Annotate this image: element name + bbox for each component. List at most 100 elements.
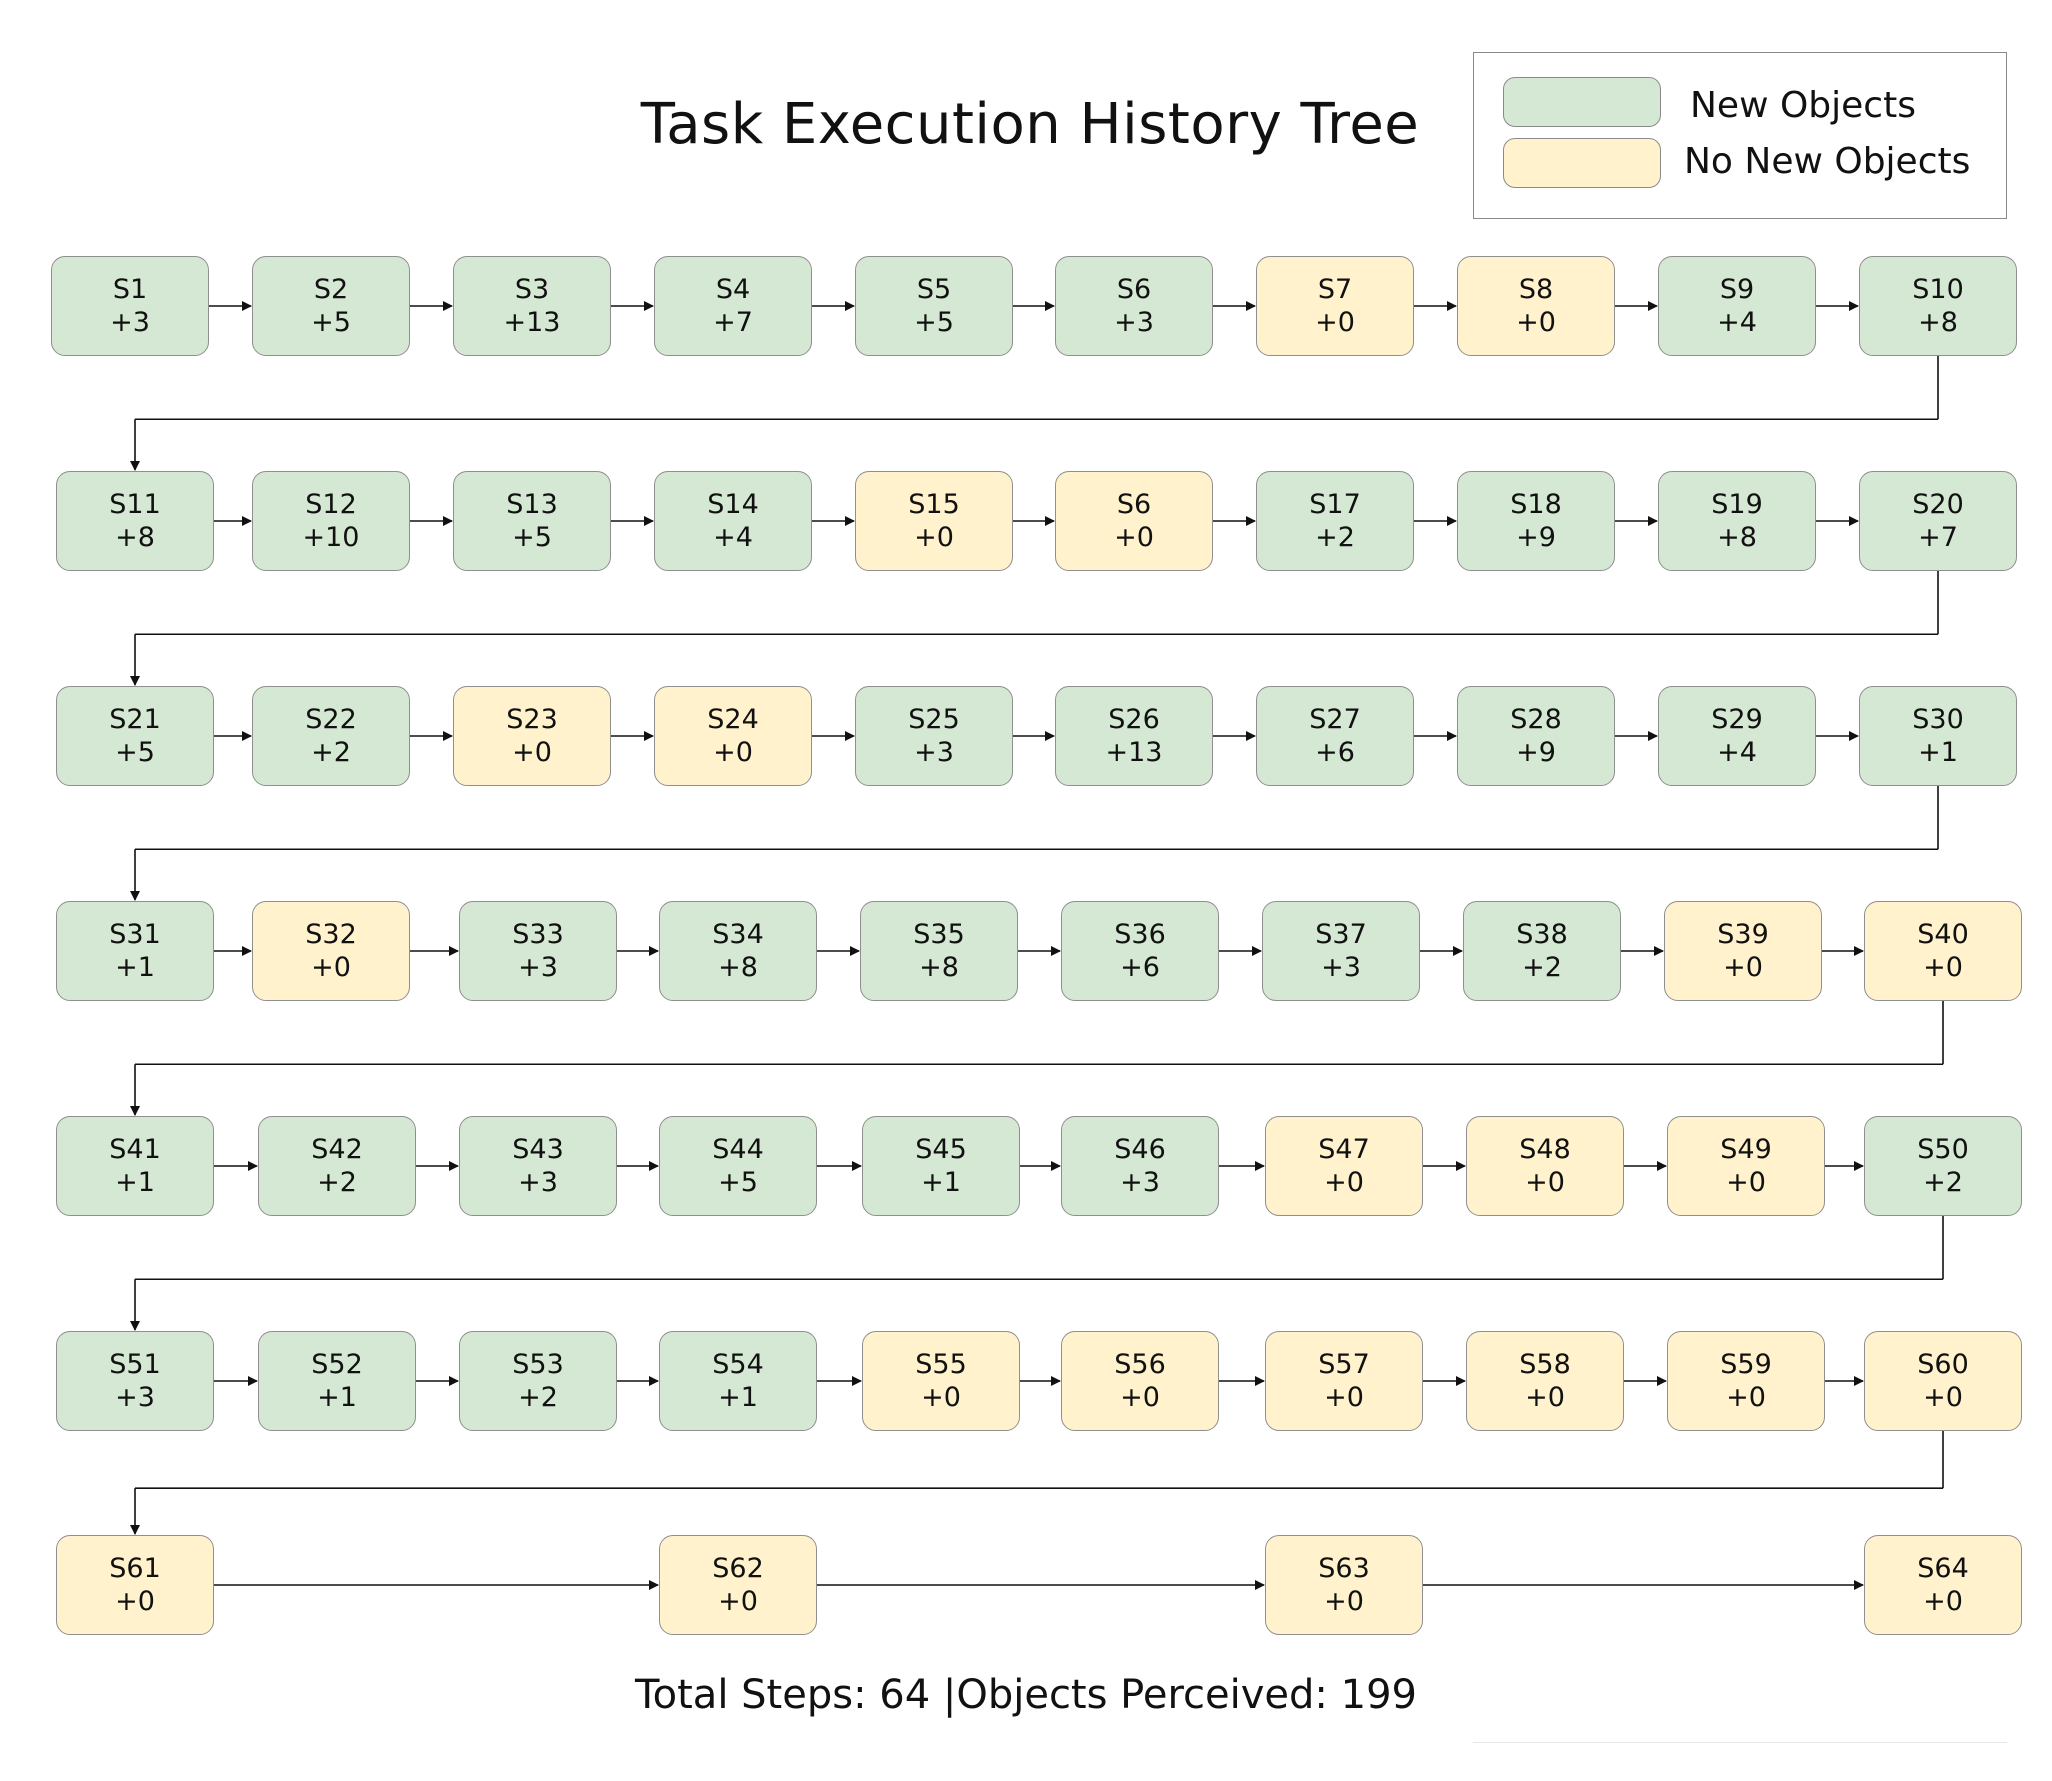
- legend-label-new-objects: New Objects: [1690, 85, 1916, 126]
- step-node: S23+0: [453, 686, 611, 786]
- step-id: S54: [712, 1349, 764, 1380]
- step-node: S35+8: [860, 901, 1018, 1001]
- step-id: S57: [1318, 1349, 1370, 1380]
- step-id: S14: [707, 489, 759, 520]
- step-delta: +0: [1923, 1586, 1963, 1617]
- step-node: S25+3: [855, 686, 1013, 786]
- step-delta: +5: [512, 522, 552, 553]
- step-id: S4: [715, 274, 751, 305]
- step-delta: +10: [302, 522, 360, 553]
- step-id: S26: [1108, 704, 1160, 735]
- step-id: S22: [305, 704, 357, 735]
- step-node: S51+3: [56, 1331, 214, 1431]
- step-id: S13: [506, 489, 558, 520]
- step-node: S46+3: [1061, 1116, 1219, 1216]
- step-delta: +0: [713, 737, 753, 768]
- step-id: S36: [1114, 919, 1166, 950]
- step-id: S43: [512, 1134, 564, 1165]
- step-id: S45: [915, 1134, 967, 1165]
- step-delta: +8: [1717, 522, 1757, 553]
- step-delta: +3: [518, 952, 558, 983]
- step-id: S52: [311, 1349, 363, 1380]
- step-delta: +0: [1324, 1586, 1364, 1617]
- step-delta: +1: [115, 1167, 155, 1198]
- step-delta: +13: [503, 307, 561, 338]
- step-node: S57+0: [1265, 1331, 1423, 1431]
- step-id: S1: [112, 274, 148, 305]
- step-delta: +1: [921, 1167, 961, 1198]
- step-node: S26+13: [1055, 686, 1213, 786]
- step-id: S31: [109, 919, 161, 950]
- step-delta: +9: [1516, 522, 1556, 553]
- step-node: S58+0: [1466, 1331, 1624, 1431]
- step-node: S48+0: [1466, 1116, 1624, 1216]
- step-id: S63: [1318, 1553, 1370, 1584]
- step-delta: +0: [1324, 1382, 1364, 1413]
- step-node: S12+10: [252, 471, 410, 571]
- step-id: S61: [109, 1553, 161, 1584]
- step-delta: +0: [1923, 952, 1963, 983]
- step-node: S52+1: [258, 1331, 416, 1431]
- step-delta: +0: [311, 952, 351, 983]
- step-node: S44+5: [659, 1116, 817, 1216]
- step-id: S17: [1309, 489, 1361, 520]
- step-node: S36+6: [1061, 901, 1219, 1001]
- step-id: S32: [305, 919, 357, 950]
- step-delta: +3: [110, 307, 150, 338]
- step-node: S10+8: [1859, 256, 2017, 356]
- step-id: S24: [707, 704, 759, 735]
- step-delta: +8: [718, 952, 758, 983]
- step-id: S20: [1912, 489, 1964, 520]
- diagram-title: Task Execution History Tree: [640, 92, 1420, 157]
- step-delta: +2: [1315, 522, 1355, 553]
- step-id: S10: [1912, 274, 1964, 305]
- step-delta: +2: [1923, 1167, 1963, 1198]
- step-delta: +2: [317, 1167, 357, 1198]
- step-id: S41: [109, 1134, 161, 1165]
- step-node: S32+0: [252, 901, 410, 1001]
- step-node: S28+9: [1457, 686, 1615, 786]
- step-node: S49+0: [1667, 1116, 1825, 1216]
- step-delta: +0: [1525, 1382, 1565, 1413]
- step-id: S60: [1917, 1349, 1969, 1380]
- step-delta: +0: [1516, 307, 1556, 338]
- step-id: S33: [512, 919, 564, 950]
- step-delta: +0: [1120, 1382, 1160, 1413]
- step-node: S24+0: [654, 686, 812, 786]
- step-id: S7: [1317, 274, 1353, 305]
- step-delta: +3: [1321, 952, 1361, 983]
- step-node: S34+8: [659, 901, 817, 1001]
- step-node: S18+9: [1457, 471, 1615, 571]
- step-node: S62+0: [659, 1535, 817, 1635]
- step-id: S3: [514, 274, 550, 305]
- step-id: S51: [109, 1349, 161, 1380]
- step-id: S21: [109, 704, 161, 735]
- step-id: S19: [1711, 489, 1763, 520]
- step-id: S6: [1116, 274, 1152, 305]
- step-node: S3+13: [453, 256, 611, 356]
- step-delta: +4: [713, 522, 753, 553]
- step-delta: +13: [1105, 737, 1163, 768]
- step-node: S22+2: [252, 686, 410, 786]
- step-node: S5+5: [855, 256, 1013, 356]
- step-delta: +8: [1918, 307, 1958, 338]
- step-node: S20+7: [1859, 471, 2017, 571]
- legend-label-no-new-objects: No New Objects: [1684, 141, 1971, 182]
- step-id: S5: [916, 274, 952, 305]
- step-delta: +1: [115, 952, 155, 983]
- step-node: S29+4: [1658, 686, 1816, 786]
- step-id: S49: [1720, 1134, 1772, 1165]
- step-delta: +3: [1114, 307, 1154, 338]
- step-node: S11+8: [56, 471, 214, 571]
- step-node: S45+1: [862, 1116, 1020, 1216]
- step-delta: +0: [718, 1586, 758, 1617]
- step-node: S42+2: [258, 1116, 416, 1216]
- step-node: S14+4: [654, 471, 812, 571]
- legend: New Objects No New Objects: [1473, 52, 2007, 219]
- step-delta: +8: [919, 952, 959, 983]
- step-node: S54+1: [659, 1331, 817, 1431]
- step-id: S53: [512, 1349, 564, 1380]
- step-delta: +2: [311, 737, 351, 768]
- step-node: S21+5: [56, 686, 214, 786]
